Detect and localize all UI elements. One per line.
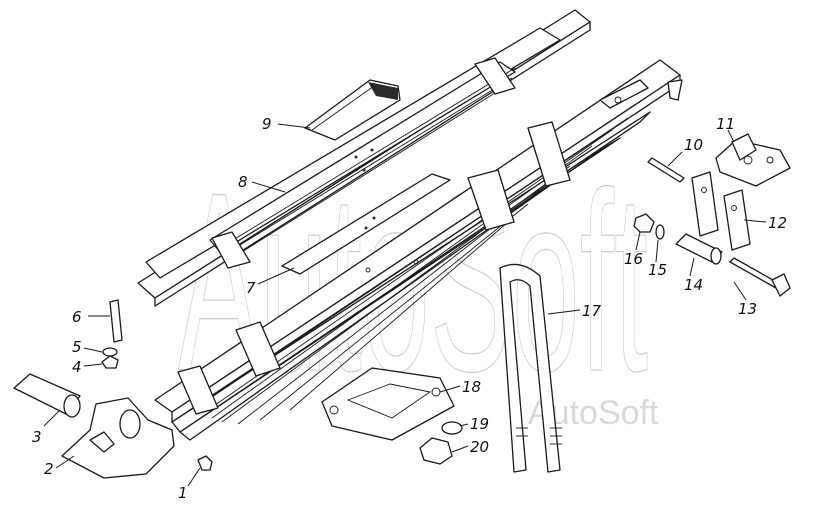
callout-20: 20 (470, 438, 489, 456)
upper-leaf-spring (137, 9, 591, 307)
shackle-plates (691, 171, 751, 251)
callout-9: 9 (262, 115, 272, 133)
leader-lines (43, 123, 767, 487)
u-bolt (499, 263, 562, 473)
callout-4: 4 (72, 358, 82, 376)
callout-7: 7 (246, 279, 256, 297)
callout-1: 1 (178, 484, 188, 502)
callout-19: 19 (470, 415, 489, 433)
callout-2: 2 (44, 460, 54, 478)
bushing (675, 233, 723, 265)
callout-5: 5 (72, 338, 82, 356)
callout-12: 12 (768, 214, 787, 232)
spring-seat (321, 367, 455, 441)
callout-17: 17 (582, 302, 602, 320)
nut-and-washer (633, 213, 665, 240)
callout-8: 8 (238, 173, 248, 191)
callout-13: 13 (738, 300, 757, 318)
callout-15: 15 (648, 261, 667, 279)
spring-pad (304, 79, 401, 141)
callout-3: 3 (32, 428, 42, 446)
spring-hanger (61, 397, 175, 479)
lower-leaf-spring (154, 59, 683, 441)
small-nut (197, 455, 213, 471)
bolt (729, 257, 791, 297)
washer-and-nut (419, 421, 463, 465)
pin (647, 157, 685, 183)
callout-11: 11 (716, 115, 735, 133)
callout-10: 10 (684, 136, 703, 154)
grease-fitting-parts (101, 299, 123, 369)
callout-18: 18 (462, 378, 481, 396)
spring-pin (13, 373, 81, 418)
callout-14: 14 (684, 276, 703, 294)
callout-6: 6 (72, 308, 82, 326)
callout-labels: 1 2 3 4 5 6 7 8 9 10 11 12 13 14 15 16 1… (32, 115, 787, 502)
callout-16: 16 (624, 250, 643, 268)
spring-bracket (715, 133, 791, 187)
